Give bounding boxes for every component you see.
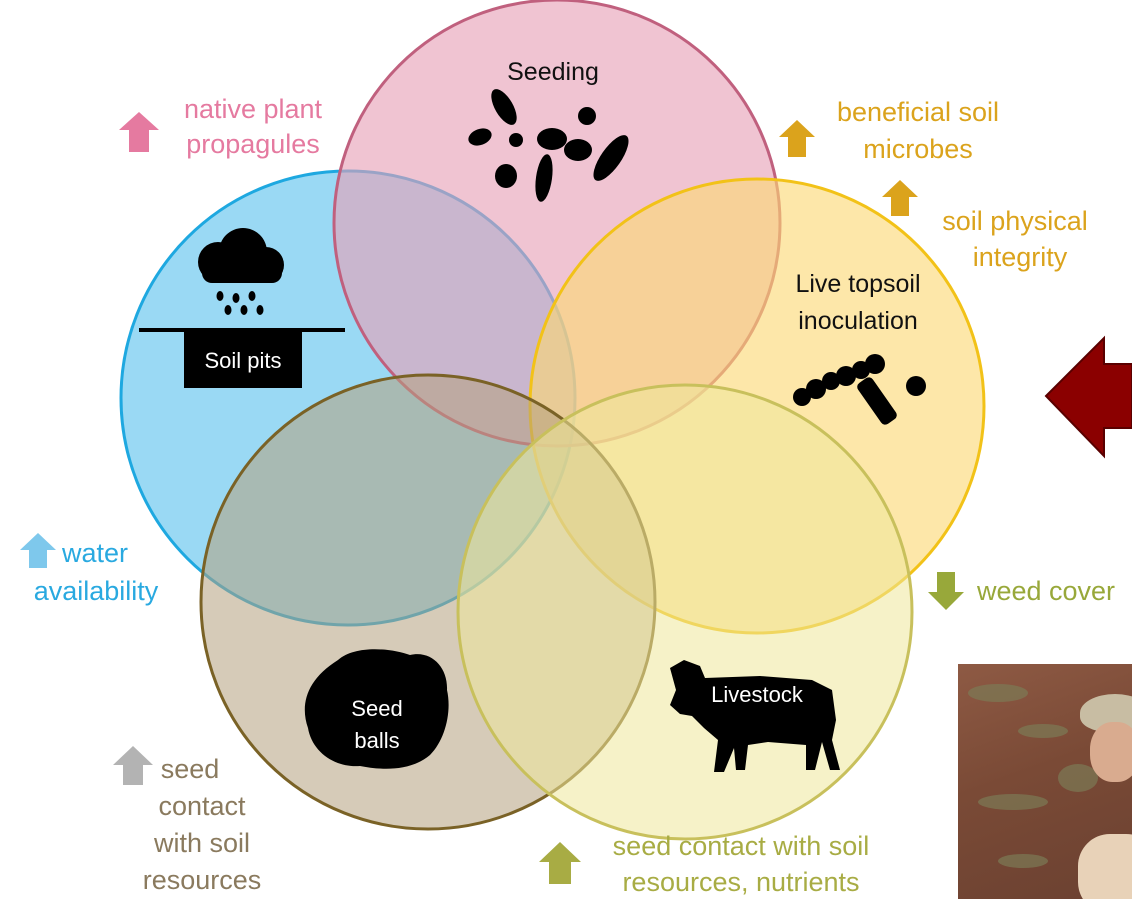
pointer-arrow-icon [1046, 338, 1132, 456]
up-arrow-icon [882, 180, 918, 216]
native-plant-label-line1: native plant [184, 94, 323, 124]
topsoil-title-line2: inoculation [798, 307, 918, 335]
seed-balls-label-line1: Seed [351, 696, 402, 721]
topsoil-title-line1: Live topsoil [795, 270, 920, 298]
up-arrow-icon [20, 533, 56, 568]
seed-contact-nutrients-line1: seed contact with soil [613, 831, 870, 861]
soil-pits-label: Soil pits [204, 348, 281, 373]
soil-integrity-label-line2: integrity [973, 242, 1068, 272]
up-arrow-icon [779, 120, 815, 157]
seeding-title: Seeding [507, 58, 599, 86]
livestock-circle [458, 385, 912, 839]
water-label-line1: water [61, 538, 128, 568]
seed-contact-label-line4: resources [143, 865, 262, 895]
native-plant-label-line2: propagules [186, 129, 320, 159]
seed-contact-label-line3: with soil [153, 828, 250, 858]
livestock-label: Livestock [711, 682, 804, 707]
soil-microbes-label-line1: beneficial soil [837, 97, 999, 127]
person-arm [1078, 834, 1132, 899]
up-arrow-icon [119, 112, 159, 152]
up-arrow-icon [539, 842, 581, 884]
up-arrow-icon [113, 746, 153, 785]
seed-contact-label-line2: contact [158, 791, 246, 821]
seed-balls-label-line2: balls [354, 728, 399, 753]
water-label-line2: availability [34, 576, 159, 606]
seed-contact-nutrients-line2: resources, nutrients [622, 867, 859, 897]
field-photo [958, 664, 1132, 899]
weed-cover-label: weed cover [976, 576, 1115, 606]
down-arrow-icon [928, 572, 964, 610]
soil-microbes-label-line2: microbes [863, 134, 973, 164]
soil-integrity-label-line1: soil physical [942, 206, 1088, 236]
person-face [1090, 722, 1132, 782]
seed-contact-label-line1: seed [161, 754, 220, 784]
